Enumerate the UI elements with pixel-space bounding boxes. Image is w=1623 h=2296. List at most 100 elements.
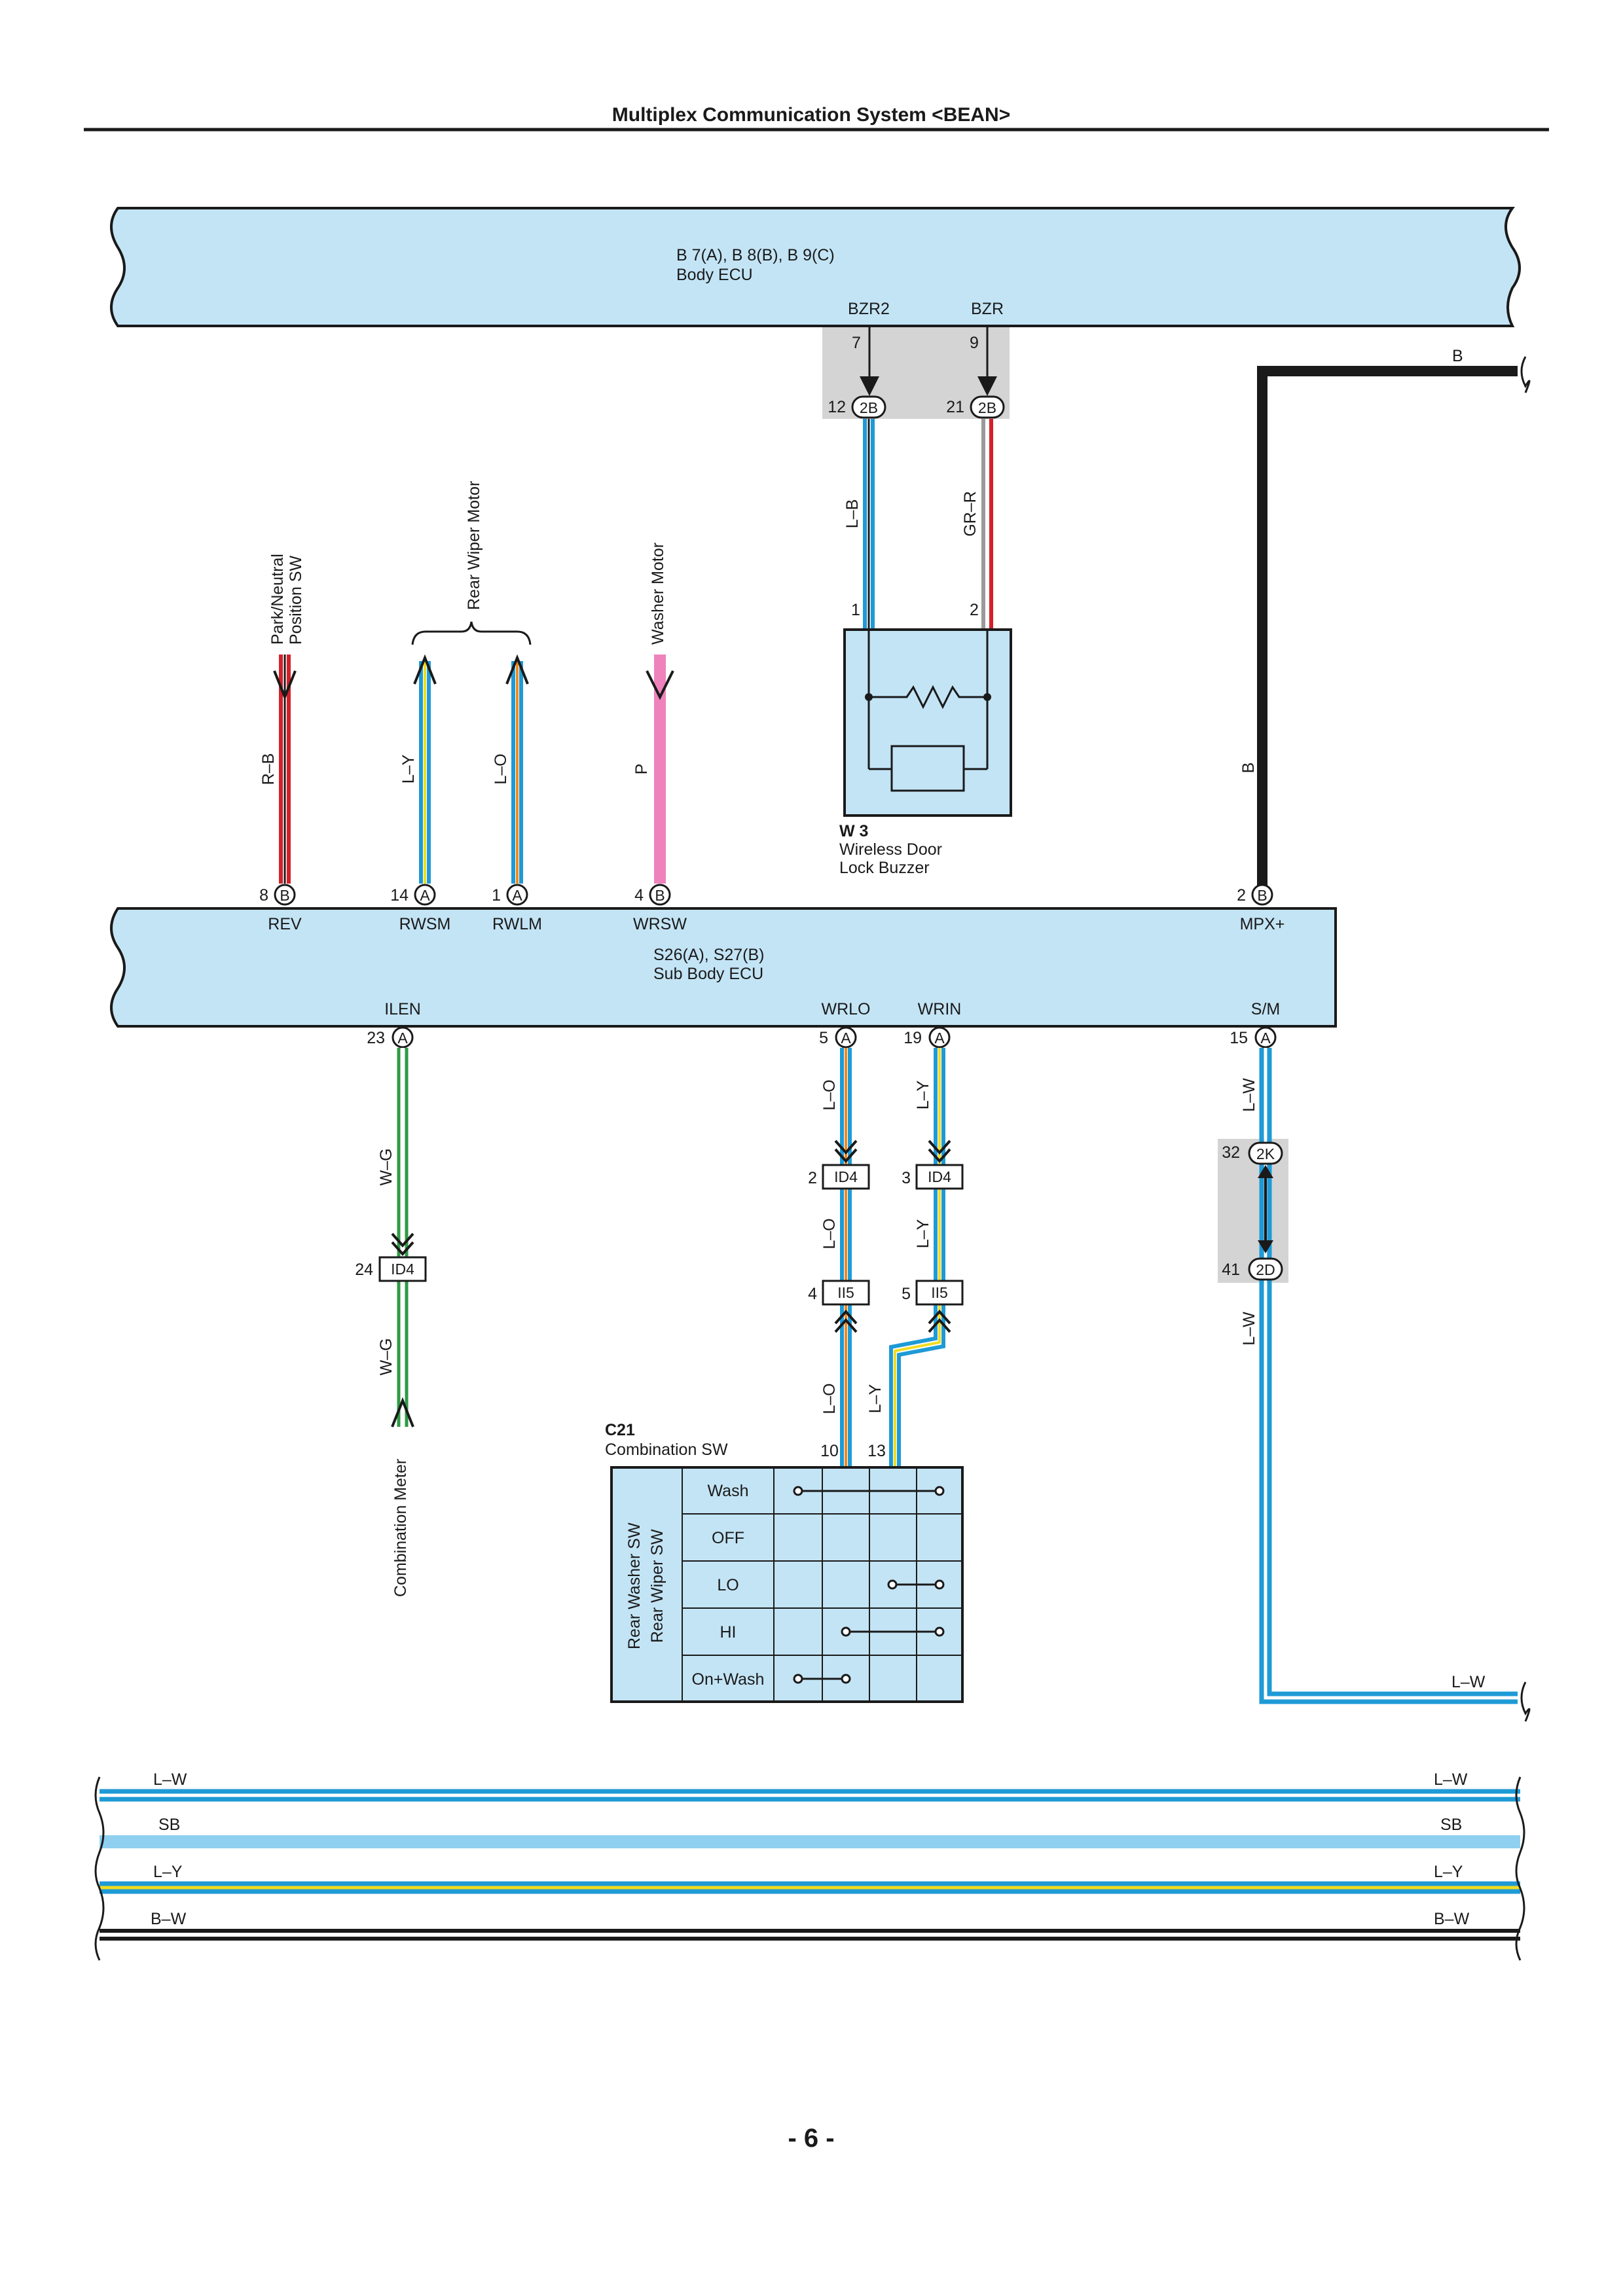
wrlo-j2-pin: 4 (808, 1285, 817, 1303)
svg-text:On+Wash: On+Wash (692, 1670, 765, 1689)
rear-wiper-bracket (411, 621, 532, 645)
wrin-j1-pin: 3 (902, 1169, 911, 1187)
wrin-j2-pin: 5 (902, 1285, 911, 1303)
wire-w-g-label-2: W–G (377, 1338, 395, 1376)
arrow-combination-meter (391, 1397, 414, 1427)
svg-text:S/M: S/M (1251, 1000, 1280, 1018)
wrlo-j2 (822, 1280, 870, 1306)
wrin-sw-pin: 13 (867, 1442, 886, 1460)
svg-text:REV: REV (268, 915, 302, 933)
wrin-double-arrow-2 (928, 1309, 951, 1333)
washer-motor-label: Washer Motor (649, 543, 667, 645)
page-title: Multiplex Communication System <BEAN> (612, 104, 1010, 126)
bus-b-w-right: B–W (1434, 1910, 1470, 1928)
combination-sw-side-1: Rear Washer SW (625, 1522, 644, 1649)
svg-text:WRIN: WRIN (918, 1000, 962, 1018)
svg-text:ILEN: ILEN (384, 1000, 421, 1018)
wrin-j2-label: II5 (931, 1284, 948, 1301)
sub-ecu-top-terminals: 8 B 14 A 1 A 4 B 2 B (259, 884, 1273, 906)
wire-gr-r-label: GR–R (961, 491, 979, 536)
sm-link-arrowhead-down (1258, 1240, 1273, 1253)
combination-sw-id: C21 (605, 1421, 635, 1439)
terminal-bzr2-label: BZR2 (848, 300, 890, 318)
buzzer-id: W 3 (839, 822, 868, 840)
bus-line-l-y (100, 1881, 1520, 1894)
bus-l-y-right: L–Y (1434, 1863, 1463, 1881)
svg-text:A: A (420, 887, 430, 904)
conn-2b-right (970, 395, 1005, 419)
wrlo-double-arrow-1 (834, 1139, 858, 1164)
conn-2k-label: 2K (1256, 1145, 1275, 1162)
wrlo-j1-label: ID4 (834, 1168, 858, 1185)
wrlo-wire-label-1: L–O (820, 1079, 839, 1110)
combination-meter-label: Combination Meter (392, 1459, 410, 1597)
svg-text:B: B (655, 887, 665, 904)
wire-p-label: P (632, 764, 651, 775)
bus-breaks (94, 1776, 1525, 1961)
svg-text:B: B (280, 887, 289, 904)
sub-ecu-bottom-terminals: 23 A 5 A 19 A 15 A (367, 1026, 1277, 1049)
bus-sb-left: SB (158, 1816, 180, 1834)
svg-text:2: 2 (1237, 886, 1246, 905)
svg-text:14: 14 (390, 886, 409, 905)
terminal-bzr-label: BZR (971, 300, 1004, 318)
bzr2-conn-pin: 12 (828, 398, 846, 416)
svg-text:5: 5 (819, 1029, 828, 1047)
wire-b-top-label: B (1452, 347, 1463, 365)
bus-line-b-w (100, 1929, 1520, 1941)
conn-2d-label: 2D (1256, 1261, 1275, 1278)
bus-l-w-right: L–W (1434, 1770, 1468, 1789)
sm-j1-pin: 32 (1222, 1143, 1240, 1162)
svg-text:A: A (1260, 1030, 1271, 1047)
body-ecu-block (110, 207, 1521, 327)
rear-wiper-motor-label: Rear Wiper Motor (465, 481, 483, 610)
combination-sw-contacts (793, 1486, 945, 1684)
svg-text:4: 4 (634, 886, 644, 905)
svg-text:HI: HI (720, 1623, 737, 1641)
sm-j2-pin: 41 (1222, 1261, 1240, 1279)
buzzer-name-1: Wireless Door (839, 840, 942, 859)
ilen-junction-label: ID4 (391, 1261, 414, 1278)
sub-body-ecu-name: Sub Body ECU (653, 965, 763, 983)
svg-text:RWSM: RWSM (399, 915, 451, 933)
arrow-rwlm (505, 654, 529, 685)
body-ecu-name: Body ECU (676, 266, 753, 284)
wrlo-sw-pin: 10 (820, 1442, 839, 1460)
bus-sb-right: SB (1440, 1816, 1462, 1834)
svg-text:B: B (1257, 887, 1267, 904)
buzzer-pin2: 2 (970, 601, 979, 619)
wire-l-y-wrin (889, 1048, 945, 1466)
arrow-park-neutral (273, 670, 297, 701)
sm-end-label: L–W (1451, 1673, 1486, 1691)
wire-r-b-label: R–B (259, 753, 278, 785)
bus-line-l-w (100, 1789, 1520, 1802)
buzzer-pin1: 1 (851, 601, 860, 619)
svg-text:A: A (841, 1030, 851, 1047)
svg-text:1: 1 (492, 886, 501, 905)
combination-sw-side-2: Rear Wiper SW (648, 1529, 666, 1643)
bus-b-w-left: B–W (151, 1910, 187, 1928)
wire-l-o-wrlo (840, 1048, 852, 1466)
wire-l-b-label: L–B (843, 499, 862, 528)
ilen-junction (378, 1256, 427, 1282)
body-ecu-ref: B 7(A), B 8(B), B 9(C) (676, 246, 835, 264)
wire-gr-r (981, 419, 993, 628)
wire-l-y-rwsm-label: L–Y (399, 754, 418, 783)
svg-text:23: 23 (367, 1029, 385, 1047)
wrlo-j2-label: II5 (837, 1284, 854, 1301)
wrin-j2 (915, 1280, 964, 1306)
wire-b-break (1520, 356, 1531, 393)
conn-2b-right-label: 2B (978, 399, 996, 416)
wire-l-o-rwlm-label: L–O (492, 753, 510, 784)
bzr-pin: 9 (970, 334, 979, 352)
wire-l-b (863, 419, 875, 628)
bus-l-w-left: L–W (153, 1770, 187, 1789)
buzzer-name-2: Lock Buzzer (839, 859, 930, 877)
svg-text:Wash: Wash (708, 1482, 749, 1500)
combination-sw-grid (682, 1467, 962, 1702)
wrlo-j1-pin: 2 (808, 1169, 817, 1187)
svg-text:MPX+: MPX+ (1240, 915, 1285, 933)
svg-text:19: 19 (903, 1029, 922, 1047)
sub-ecu-top-names: REV RWSM RWLM WRSW MPX+ (268, 915, 1285, 933)
